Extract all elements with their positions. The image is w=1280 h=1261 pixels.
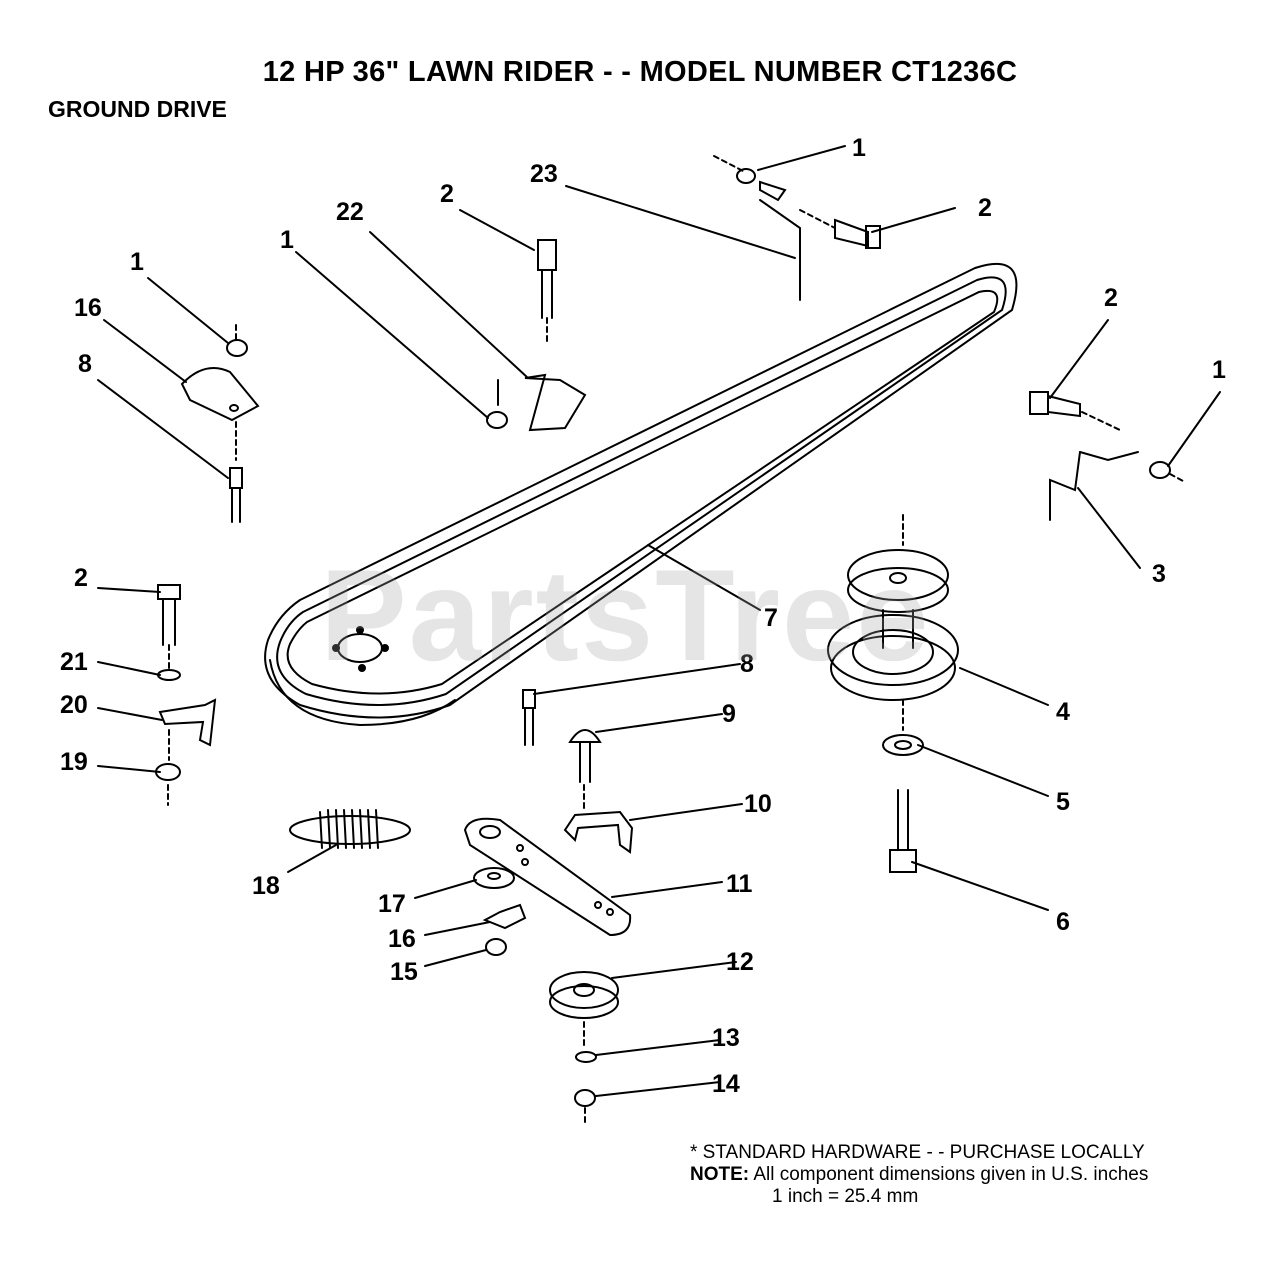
- callout-label: 11: [726, 870, 753, 898]
- callout-label: 23: [530, 160, 558, 188]
- callout-label: 5: [1056, 788, 1070, 816]
- callout-label: 1: [280, 226, 294, 254]
- callout-label: 2: [1104, 284, 1118, 312]
- callout-label: 2: [978, 194, 992, 222]
- idler-pulley: [549, 971, 619, 1126]
- callout-label: 1: [1212, 356, 1226, 384]
- callout-label: 13: [712, 1024, 740, 1052]
- notes-block: * STANDARD HARDWARE - - PURCHASE LOCALLY…: [690, 1142, 1148, 1208]
- idler-arm: [463, 817, 632, 937]
- belt-guide-upper: [713, 155, 881, 301]
- callout-label: 20: [60, 691, 88, 719]
- callout-label: 16: [74, 294, 102, 322]
- note-label: NOTE:: [690, 1164, 750, 1185]
- left-hardware-stack: [155, 584, 217, 806]
- callout-label: 3: [1152, 560, 1166, 588]
- drive-belt: [264, 262, 1018, 727]
- callout-label: 6: [1056, 908, 1070, 936]
- belt-guide-right: [1029, 391, 1186, 521]
- spring: [289, 809, 411, 849]
- dimension-note: NOTE: All component dimensions given in …: [690, 1164, 1148, 1186]
- callout-label: 17: [378, 890, 406, 918]
- callout-numbers: 1 2 23 2 1 3 1 22 2 1 16 8 7 4 2 21 20 1…: [60, 134, 1226, 1098]
- callout-label: 14: [712, 1070, 740, 1098]
- note-text: All component dimensions given in U.S. i…: [753, 1164, 1149, 1185]
- callout-label: 2: [74, 564, 88, 592]
- callout-label: 19: [60, 748, 88, 776]
- callout-label: 8: [740, 650, 754, 678]
- watermark: PartsTree: [320, 542, 931, 688]
- callout-label: 1: [852, 134, 866, 162]
- engine-pulley: [827, 514, 959, 731]
- engine-pulley-hub: [332, 626, 389, 672]
- stud-center: [522, 689, 536, 746]
- left-bracket: [180, 324, 260, 523]
- callout-label: 7: [764, 604, 778, 632]
- lower-left-hardware: [473, 867, 527, 956]
- carriage-bolt-bracket: [563, 729, 634, 854]
- callout-label: 2: [440, 180, 454, 208]
- conversion-note: 1 inch = 25.4 mm: [772, 1186, 919, 1207]
- callout-label: 1: [130, 248, 144, 276]
- idler-bracket: [486, 239, 587, 432]
- callout-label: 10: [744, 790, 772, 818]
- callout-label: 15: [390, 958, 418, 986]
- callout-label: 18: [252, 872, 280, 900]
- callout-label: 21: [60, 648, 88, 676]
- callout-label: 12: [726, 948, 754, 976]
- standard-hardware-note: * STANDARD HARDWARE - - PURCHASE LOCALLY: [690, 1142, 1145, 1163]
- callout-label: 8: [78, 350, 92, 378]
- pulley-washer-bolt: [882, 734, 924, 873]
- callout-label: 4: [1056, 698, 1070, 726]
- callout-label: 9: [722, 700, 736, 728]
- callout-label: 22: [336, 198, 364, 226]
- diagram-title: 12 HP 36" LAWN RIDER - - MODEL NUMBER CT…: [262, 56, 1018, 88]
- diagram-subtitle: GROUND DRIVE: [48, 96, 227, 122]
- leader-lines: [97, 145, 1221, 1097]
- callout-label: 16: [388, 925, 416, 953]
